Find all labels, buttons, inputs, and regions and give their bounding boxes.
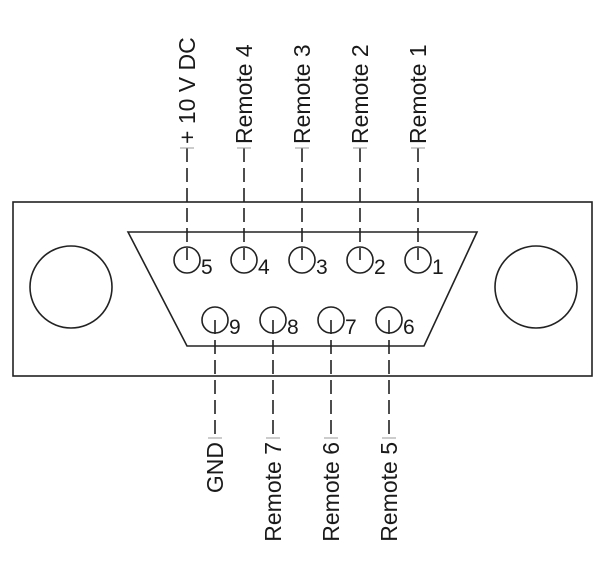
pin-label: Remote 6 bbox=[318, 442, 344, 542]
pin-label: Remote 4 bbox=[231, 44, 257, 144]
pin-number: 4 bbox=[258, 256, 270, 279]
pin-circle bbox=[230, 246, 258, 274]
pin-circle bbox=[173, 246, 201, 274]
pin-1: 1 Remote 1 bbox=[404, 44, 444, 279]
pin-number: 3 bbox=[316, 256, 328, 279]
pin-number: 5 bbox=[201, 256, 213, 279]
pin-label: Remote 7 bbox=[260, 442, 286, 542]
pin-number: 8 bbox=[287, 316, 299, 339]
pin-number: 2 bbox=[374, 256, 386, 279]
pin-circle bbox=[259, 306, 287, 334]
pin-label: GND bbox=[202, 442, 228, 493]
pin-5: 5 + 10 V DC bbox=[173, 37, 213, 279]
pin-number: 7 bbox=[345, 316, 357, 339]
pin-label: Remote 2 bbox=[347, 44, 373, 144]
mounting-hole-left bbox=[29, 245, 113, 329]
pin-circle bbox=[346, 246, 374, 274]
pin-circle bbox=[317, 306, 345, 334]
pin-number: 6 bbox=[403, 316, 415, 339]
pin-number: 9 bbox=[229, 316, 241, 339]
pin-6: 6 Remote 5 bbox=[375, 306, 415, 542]
pin-9: 9 GND bbox=[201, 306, 241, 493]
pin-2: 2 Remote 2 bbox=[346, 44, 386, 279]
pin-circle bbox=[404, 246, 432, 274]
pin-7: 7 Remote 6 bbox=[317, 306, 357, 542]
pin-label: Remote 1 bbox=[405, 44, 431, 144]
pin-circle bbox=[201, 306, 229, 334]
pin-label: + 10 V DC bbox=[174, 37, 200, 144]
pin-label: Remote 5 bbox=[376, 442, 402, 542]
pin-8: 8 Remote 7 bbox=[259, 306, 299, 542]
pin-3: 3 Remote 3 bbox=[288, 44, 328, 279]
pin-label: Remote 3 bbox=[289, 44, 315, 144]
pin-number: 1 bbox=[432, 256, 444, 279]
pin-circle bbox=[375, 306, 403, 334]
pin-4: 4 Remote 4 bbox=[230, 44, 270, 279]
mounting-hole-right bbox=[494, 245, 578, 329]
pin-circle bbox=[288, 246, 316, 274]
